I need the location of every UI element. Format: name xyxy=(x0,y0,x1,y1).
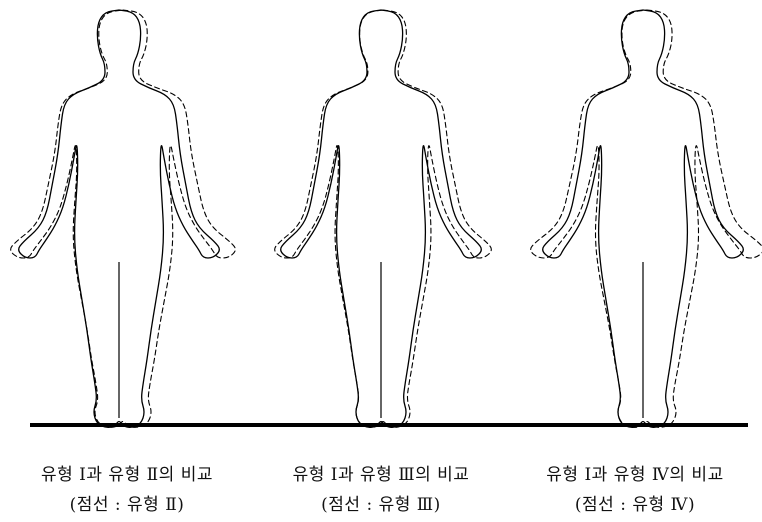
type-3-dashed-outline xyxy=(275,10,492,427)
panel-caption: 유형 Ⅰ과 유형 Ⅲ의 비교 xyxy=(254,460,508,485)
body-comparison-figure-type-2 xyxy=(0,0,254,460)
panel-type-2: 유형 Ⅰ과 유형 Ⅱ의 비교 (점선 : 유형 Ⅱ) xyxy=(0,0,254,522)
body-comparison-figure-type-3 xyxy=(254,0,508,460)
panel-type-3: 유형 Ⅰ과 유형 Ⅲ의 비교 (점선 : 유형 Ⅲ) xyxy=(254,0,508,522)
panel-caption: 유형 Ⅰ과 유형 Ⅱ의 비교 xyxy=(0,460,254,485)
type-2-dashed-outline xyxy=(11,10,236,427)
type-4-dashed-outline xyxy=(531,10,762,427)
panel-subcaption: (점선 : 유형 Ⅱ) xyxy=(0,490,254,515)
panel-subcaption: (점선 : 유형 Ⅳ) xyxy=(508,490,762,515)
body-comparison-figure-type-4 xyxy=(508,0,762,460)
panel-subcaption: (점선 : 유형 Ⅲ) xyxy=(254,490,508,515)
panel-caption: 유형 Ⅰ과 유형 Ⅳ의 비교 xyxy=(508,460,762,485)
panel-type-4: 유형 Ⅰ과 유형 Ⅳ의 비교 (점선 : 유형 Ⅳ) xyxy=(508,0,762,522)
